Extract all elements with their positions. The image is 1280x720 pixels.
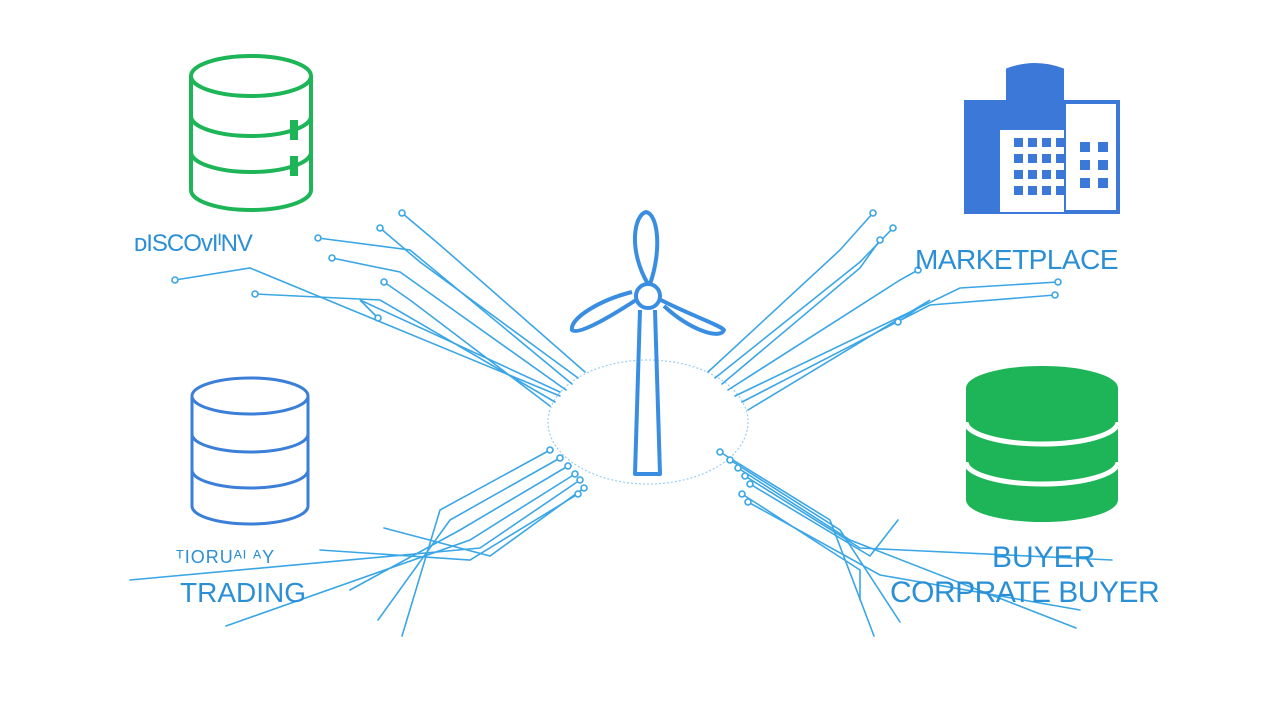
circuit-trace: [727, 269, 919, 391]
circuit-trace: [714, 227, 894, 379]
trace-end-dot: [576, 476, 584, 484]
trace-end-dot: [744, 498, 752, 506]
trace-end-dot: [734, 464, 742, 472]
trace-end-dot: [1054, 278, 1062, 286]
trace-end-dot: [546, 446, 554, 454]
node-label-marketplace: MARKETPLACE: [915, 244, 1119, 275]
database-icon: [190, 376, 310, 526]
node-label-bottom-left-line1: ᵀIORUᴬᴵ ᴬY: [176, 547, 276, 567]
circuit-trace: [359, 299, 561, 393]
trace-end-dot: [741, 472, 749, 480]
trace-end-dot: [746, 480, 754, 488]
circuit-trace: [379, 227, 579, 379]
trace-end-dot: [726, 456, 734, 464]
circuit-trace: [744, 475, 1113, 561]
trace-end-dot: [580, 484, 588, 492]
circuit-trace: [741, 294, 1056, 403]
trace-end-dot: [171, 276, 179, 284]
trace-end-dot: [869, 209, 877, 217]
circuit-trace: [129, 479, 581, 581]
circuit-trace: [734, 281, 1059, 397]
circuit-trace: [254, 293, 556, 403]
trace-end-dot: [716, 448, 724, 456]
trace-end-dot: [314, 234, 322, 242]
trace-end-dot: [380, 278, 388, 286]
trace-end-dot: [738, 490, 746, 498]
circuit-trace: [741, 493, 861, 601]
trace-end-dot: [1051, 291, 1059, 299]
trace-end-dot: [876, 236, 884, 244]
database-icon: [189, 54, 313, 212]
trace-end-dot: [914, 266, 922, 274]
wind-turbine-icon: [570, 210, 726, 476]
circuit-trace: [747, 501, 1081, 611]
circuit-trace: [383, 281, 551, 407]
database-icon: [963, 366, 1121, 522]
trace-end-dot: [398, 209, 406, 217]
building-icon: [964, 63, 1120, 214]
node-label-top-left: ᴅISCOᴠIᴵNV: [134, 230, 253, 257]
trace-end-dot: [251, 290, 259, 298]
circuit-trace: [729, 459, 901, 623]
circuit-trace: [377, 457, 561, 621]
trace-end-dot: [894, 318, 902, 326]
circuit-trace: [331, 257, 567, 391]
circuit-trace: [174, 267, 561, 397]
circuit-trace: [401, 212, 586, 373]
circuit-trace: [707, 212, 874, 373]
node-label-trading: TRADING: [180, 577, 306, 608]
node-label-corporate-buyer: CORPRATE BUYER: [890, 576, 1160, 609]
trace-end-dot: [328, 254, 336, 262]
trace-end-dot: [571, 470, 579, 478]
circuit-trace: [749, 483, 899, 558]
circuit-trace: [737, 467, 1077, 629]
circuit-trace: [225, 473, 576, 627]
circuit-trace: [383, 487, 585, 557]
circuit-trace: [721, 239, 881, 385]
trace-end-dot: [889, 224, 897, 232]
trace-end-dot: [574, 490, 582, 498]
trace-end-dot: [374, 314, 382, 322]
trace-end-dot: [564, 462, 572, 470]
hub-ellipse: [547, 359, 749, 485]
circuit-traces: [129, 209, 1113, 637]
circuit-trace: [747, 299, 931, 411]
node-label-buyer: BUYER: [992, 541, 1096, 574]
circuit-trace: [401, 449, 551, 637]
trace-end-dot: [556, 454, 564, 462]
circuit-trace: [319, 493, 579, 561]
circuit-trace: [317, 237, 573, 385]
trace-end-dot: [376, 224, 384, 232]
